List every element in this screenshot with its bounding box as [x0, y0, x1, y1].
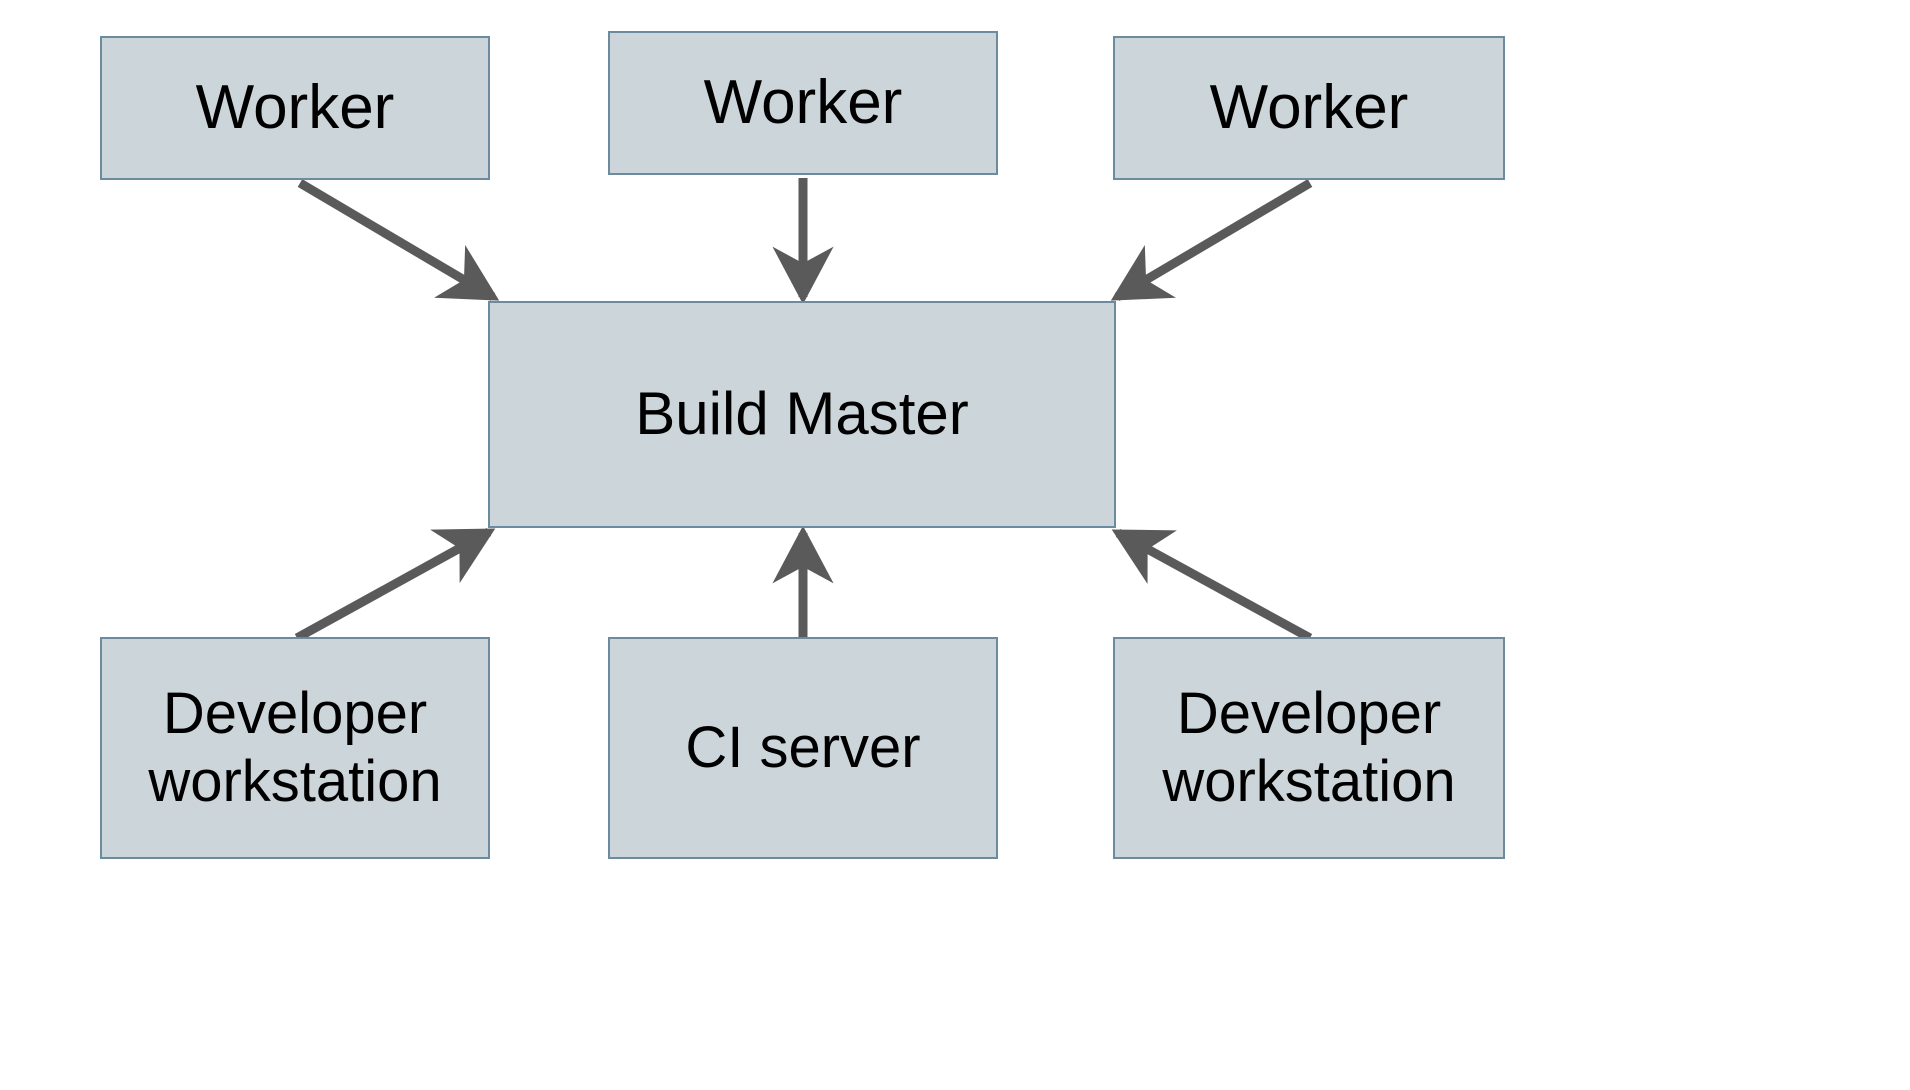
edge-worker-3-to-build-master	[1110, 179, 1313, 301]
node-ci-server[interactable]: CI server	[608, 637, 998, 859]
node-worker-1-label: Worker	[195, 73, 395, 143]
node-worker-3[interactable]: Worker	[1113, 36, 1505, 180]
node-developer-workstation-1[interactable]: Developer workstation	[100, 637, 490, 859]
node-worker-1[interactable]: Worker	[100, 36, 490, 180]
edge-worker-1-to-build-master	[297, 179, 500, 301]
node-build-master[interactable]: Build Master	[488, 301, 1116, 528]
node-worker-2-label: Worker	[703, 68, 903, 138]
node-developer-workstation-2[interactable]: Developer workstation	[1113, 637, 1505, 859]
node-ci-server-label: CI server	[685, 714, 921, 780]
node-developer-workstation-1-label: Developer workstation	[148, 680, 442, 814]
node-developer-workstation-2-label: Developer workstation	[1162, 680, 1456, 814]
node-worker-3-label: Worker	[1209, 73, 1409, 143]
node-worker-2[interactable]: Worker	[608, 31, 998, 175]
edge-dev-ws-1-to-build-master	[294, 528, 496, 642]
node-build-master-label: Build Master	[635, 380, 969, 448]
edge-dev-ws-2-to-build-master	[1111, 529, 1313, 642]
